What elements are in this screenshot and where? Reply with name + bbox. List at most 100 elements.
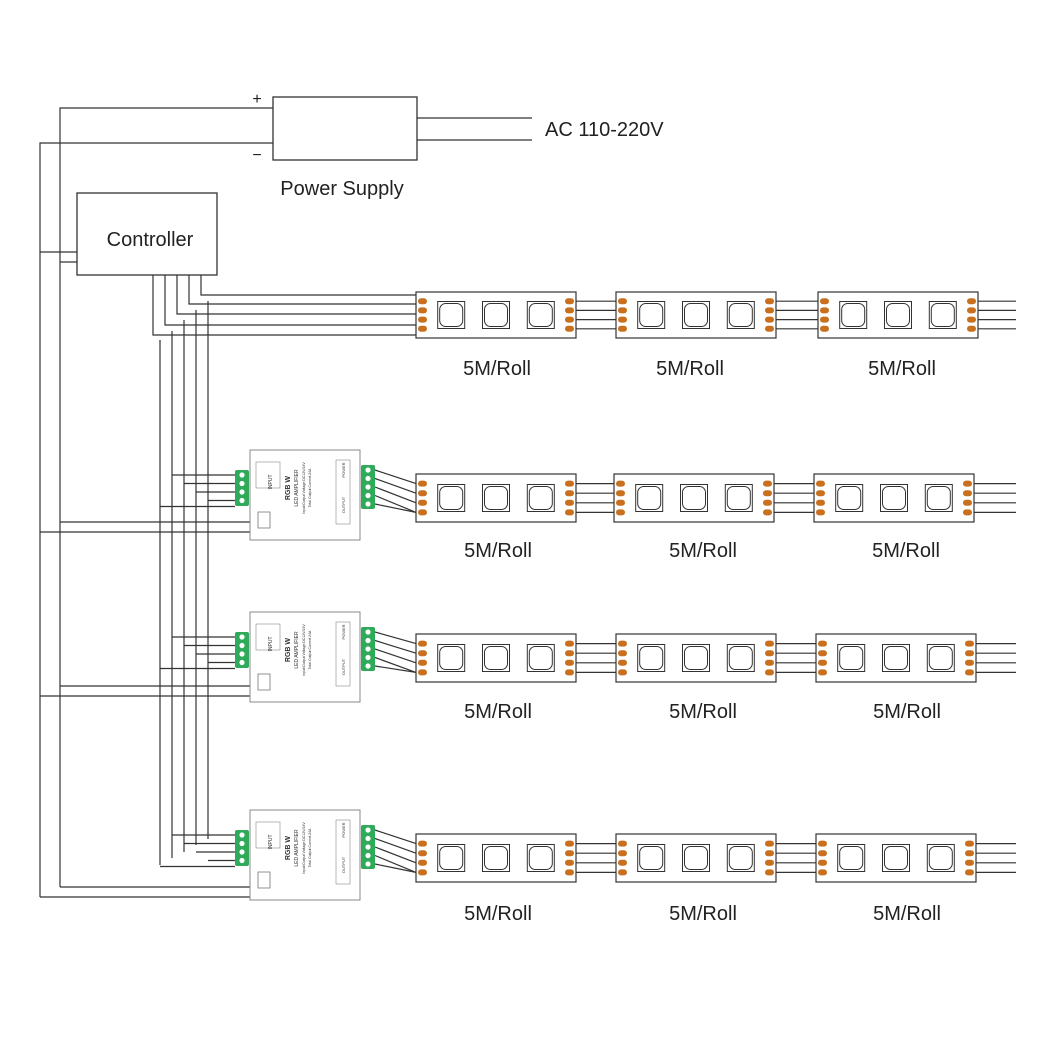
amplifier-input-label: INPUT [268, 637, 274, 652]
led-strip-segment [615, 833, 777, 883]
solder-pad-icon [965, 640, 974, 647]
solder-pad-icon [816, 509, 825, 516]
led-strip-segment [415, 291, 577, 339]
led-chip-icon [839, 846, 864, 870]
roll-length-label: 5M/Roll [669, 701, 737, 723]
led-chip-icon [684, 303, 708, 327]
led-strips: 5M/Roll 5M/Roll 5M/Roll 5M/Roll 5M/Roll 5M/Ro… [415, 291, 979, 925]
solder-pad-icon [565, 480, 574, 487]
amplifier-title: RGB W [285, 638, 292, 663]
led-chip-icon [528, 486, 553, 510]
led-chip-icon [639, 846, 664, 870]
led-chip-icon [884, 846, 908, 870]
solder-pad-icon [565, 298, 574, 305]
amplifier-output-wire [374, 665, 417, 673]
amplifier-title: RGB W [285, 476, 292, 501]
screw-terminal-icon [365, 827, 371, 833]
solder-pad-icon [965, 840, 974, 847]
led-chip-icon [728, 846, 753, 870]
solder-pad-icon [418, 859, 427, 866]
solder-pad-icon [418, 659, 427, 666]
led-chip-icon [484, 846, 508, 870]
solder-pad-icon [965, 659, 974, 666]
amplifier-output-label: OUTPUT [341, 658, 346, 675]
solder-pad-icon [818, 659, 827, 666]
solder-pad-icon [565, 850, 574, 857]
roll-length-label: 5M/Roll [656, 358, 724, 380]
screw-terminal-icon [365, 629, 371, 635]
label-grid [255, 461, 281, 489]
led-strip-segment [615, 633, 777, 683]
solder-pad-icon [565, 509, 574, 516]
amplifier-power-label: POWER [341, 462, 346, 477]
amplifier-output-wire [374, 648, 417, 664]
amplifier-subtitle: LED AMPLIFIER [294, 829, 300, 867]
roll-length-label: 5M/Roll [464, 903, 532, 925]
power-supply-label: Power Supply [280, 178, 403, 200]
solder-pad-icon [418, 325, 427, 332]
roll-length-label: 5M/Roll [464, 701, 532, 723]
amplifier-spec: Input/Output Voltage:DC12V/24V [302, 624, 306, 676]
solder-pad-icon [565, 325, 574, 332]
solder-pad-icon [418, 869, 427, 876]
controller-output-wire [200, 275, 417, 296]
solder-pad-icon [967, 325, 976, 332]
solder-pad-icon [818, 840, 827, 847]
label-grid [335, 621, 351, 687]
positive-terminal-label: + [252, 91, 261, 108]
led-strip-segment [415, 633, 577, 683]
label-grid [255, 623, 281, 651]
solder-pad-icon [816, 480, 825, 487]
led-chip-icon [930, 303, 955, 327]
solder-pad-icon [618, 640, 627, 647]
solder-pad-icon [418, 499, 427, 506]
solder-pad-icon [618, 850, 627, 857]
screw-terminal-icon [239, 659, 245, 666]
solder-pad-icon [565, 490, 574, 497]
solder-pad-icon [816, 499, 825, 506]
solder-pad-icon [765, 650, 774, 657]
solder-pad-icon [418, 316, 427, 323]
amplifier-input-label: INPUT [268, 475, 274, 490]
amplifier-title: RGB W [285, 836, 292, 861]
amplifier-indicator [257, 511, 271, 529]
led-chip-icon [728, 303, 753, 327]
roll-length-label: 5M/Roll [873, 701, 941, 723]
controller-output-wire [152, 275, 417, 336]
amplifier-indicator [257, 673, 271, 691]
led-strip-segment [415, 473, 577, 523]
solder-pad-icon [418, 307, 427, 314]
solder-pad-icon [616, 499, 625, 506]
solder-pad-icon [418, 298, 427, 305]
amplifier-output-wire [374, 854, 417, 873]
solder-pad-icon [963, 490, 972, 497]
screw-terminal-icon [365, 654, 371, 661]
amplifier-output-wire [374, 656, 417, 673]
solder-pad-icon [618, 298, 627, 305]
led-strip-segment [613, 473, 775, 523]
led-chip-icon [682, 486, 706, 510]
amplifier-spec: Input/Output Voltage:DC12V/24V [302, 462, 306, 514]
amplifier-output-wire [374, 631, 417, 645]
amplifier-output-wire [374, 494, 417, 513]
led-chip-icon [528, 846, 553, 870]
solder-pad-icon [965, 850, 974, 857]
led-chip-icon [439, 303, 464, 327]
screw-terminal-icon [239, 651, 245, 657]
screw-terminal-icon [239, 480, 245, 487]
solder-pad-icon [818, 640, 827, 647]
solder-pad-icon [565, 307, 574, 314]
amplifier-output-wire [374, 639, 417, 654]
solder-pad-icon [765, 669, 774, 676]
amplifier-spec: Total Output Current:24A [308, 468, 312, 507]
solder-pad-icon [765, 840, 774, 847]
led-chip-icon [637, 486, 662, 510]
led-strip-segment [817, 291, 979, 339]
led-chip-icon [882, 486, 906, 510]
led-chip-icon [926, 486, 951, 510]
solder-pad-icon [963, 499, 972, 506]
roll-length-label: 5M/Roll [872, 540, 940, 562]
solder-pad-icon [765, 325, 774, 332]
led-chip-icon [837, 486, 862, 510]
solder-pad-icon [765, 659, 774, 666]
